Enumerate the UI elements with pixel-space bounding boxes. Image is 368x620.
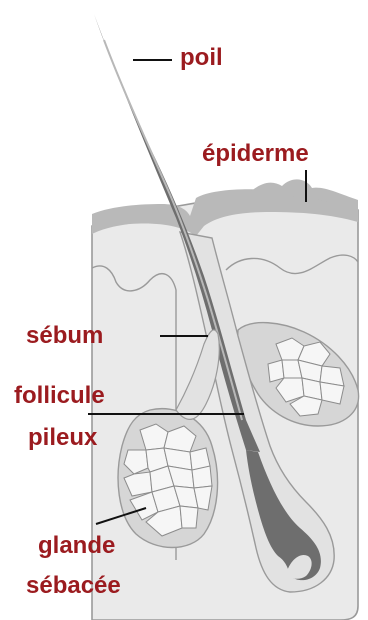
label-poil: poil	[180, 44, 223, 72]
label-epiderme: épiderme	[202, 140, 309, 168]
label-sebacee: sébacée	[26, 572, 121, 600]
label-follicule: follicule	[14, 382, 105, 410]
label-sebum: sébum	[26, 322, 103, 350]
label-glande: glande	[38, 532, 115, 560]
label-pileux: pileux	[28, 424, 97, 452]
